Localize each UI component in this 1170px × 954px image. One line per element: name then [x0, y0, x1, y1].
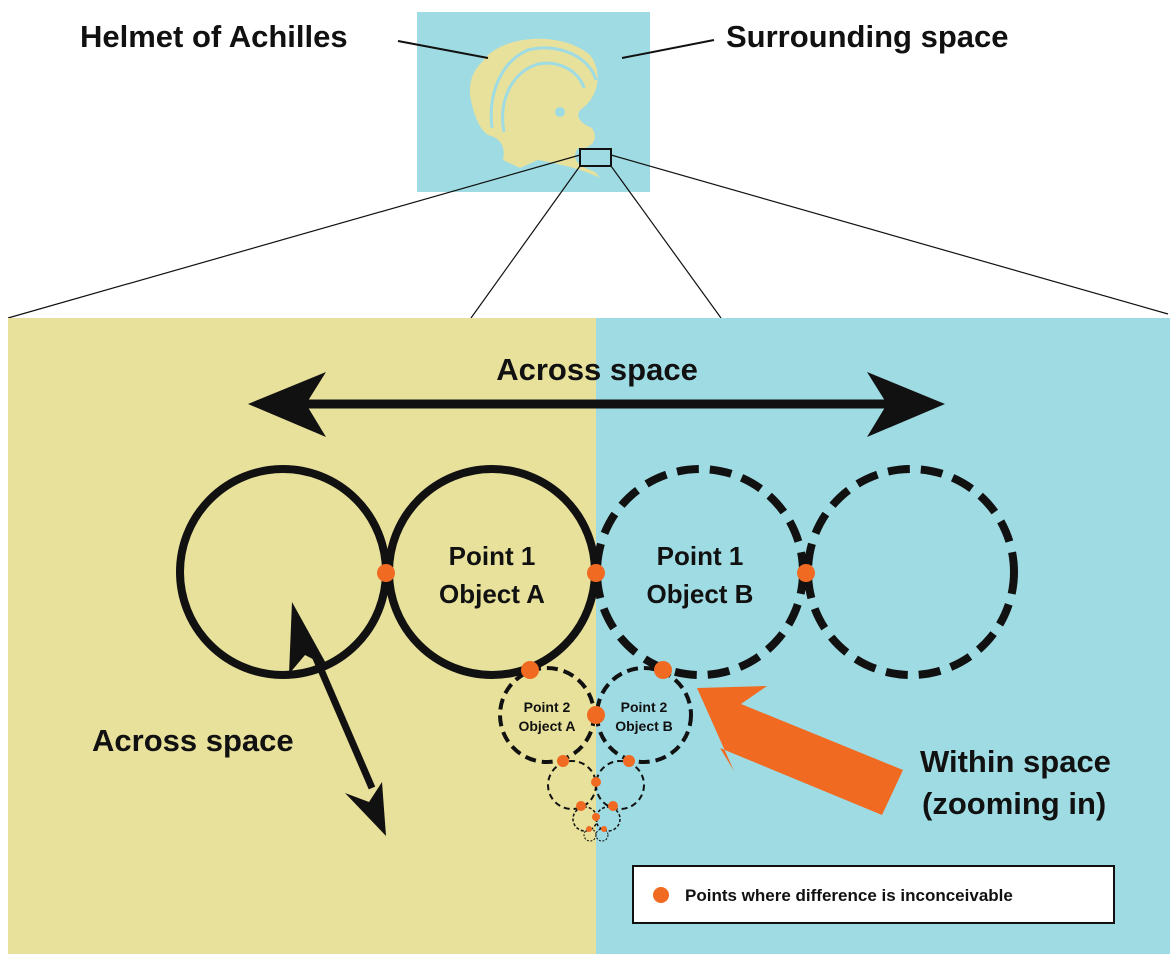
legend: Points where difference is inconceivable: [632, 865, 1115, 924]
circle-level5-b: [595, 828, 609, 842]
legend-point-marker: [653, 887, 669, 903]
across-space-left-label: Across space: [92, 723, 294, 758]
projection-lines: [7, 154, 1169, 319]
surrounding-leader-line: [621, 39, 715, 59]
circle-point2-object-b: [595, 666, 693, 764]
within-space-arrow: [697, 686, 903, 815]
legend-text: Points where difference is inconceivable: [685, 886, 1013, 905]
surrounding-label: Surrounding space: [726, 19, 1008, 54]
point1-object-b-line1: Point 1: [657, 541, 744, 571]
dashed-circle-right: [804, 465, 1018, 679]
point2-object-b-line2: Object B: [615, 718, 673, 734]
point1-object-b-line2: Object B: [647, 579, 754, 609]
inconceivable-points: [377, 564, 815, 832]
helmet-icon: [469, 38, 600, 179]
point1-object-a-line1: Point 1: [449, 541, 536, 571]
point2-object-a-line2: Object A: [518, 718, 575, 734]
point2-object-a-line1: Point 2: [524, 699, 571, 715]
zoom-region-box: [579, 148, 612, 167]
across-space-horizontal-arrow: [248, 372, 945, 437]
within-space-label-line2: (zooming in): [922, 786, 1106, 821]
point1-object-a-line2: Object A: [439, 579, 545, 609]
within-space-label-line1: Within space: [920, 744, 1111, 779]
helmet-leader-line: [397, 40, 489, 59]
helmet-label: Helmet of Achilles: [80, 19, 348, 54]
point2-object-b-line1: Point 2: [621, 699, 668, 715]
across-space-top-label: Across space: [496, 352, 698, 387]
across-space-diagonal-arrow: [289, 602, 386, 836]
